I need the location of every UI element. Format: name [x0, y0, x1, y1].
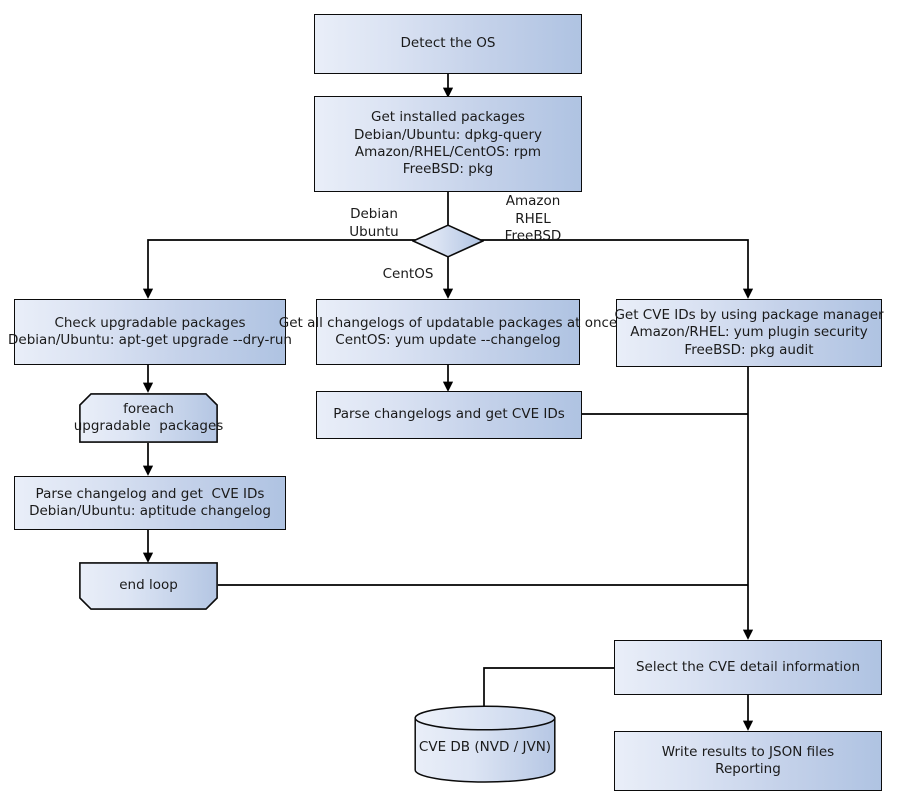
node-check-upgradable-packages[interactable]: Check upgradable packages Debian/Ubuntu:… — [8, 299, 292, 365]
node-parse-changelogs-center[interactable]: Parse changelogs and get CVE IDs — [316, 391, 582, 439]
branch-label-left: Debian Ubuntu — [349, 206, 399, 240]
node-cve-database[interactable]: CVE DB (NVD / JVN) — [414, 705, 556, 783]
edge-decision-right — [476, 239, 754, 299]
node-select-cve-detail-label: Select the CVE detail information — [635, 658, 860, 675]
node-parse-changelog-left[interactable]: Parse changelog and get CVE IDs Debian/U… — [14, 476, 286, 530]
node-write-results[interactable]: Write results to JSON files Reporting — [614, 731, 882, 791]
node-get-all-changelogs[interactable]: Get all changelogs of updatable packages… — [279, 299, 617, 365]
node-select-cve-detail[interactable]: Select the CVE detail information — [614, 640, 882, 695]
node-check-upgradable-packages-label: Check upgradable packages Debian/Ubuntu:… — [8, 314, 292, 348]
node-os-decision[interactable] — [411, 224, 485, 258]
node-end-loop[interactable]: end loop — [79, 562, 218, 610]
loop-start-shape — [79, 393, 218, 443]
node-cve-database-label: CVE DB (NVD / JVN) — [418, 739, 552, 755]
node-write-results-label: Write results to JSON files Reporting — [661, 743, 835, 777]
node-detect-the-os-label: Detect the OS — [400, 35, 496, 52]
node-parse-changelog-left-label: Parse changelog and get CVE IDs Debian/U… — [29, 485, 271, 519]
node-get-all-changelogs-label: Get all changelogs of updatable packages… — [278, 314, 618, 348]
node-get-cve-ids-package-manager-label: Get CVE IDs by using package manager Ama… — [614, 307, 884, 358]
loop-end-shape — [79, 562, 218, 610]
node-end-loop-label: end loop — [119, 577, 178, 594]
branch-label-right: Amazon RHEL FreeBSD — [504, 193, 562, 245]
node-get-installed-packages[interactable]: Get installed packages Debian/Ubuntu: dp… — [314, 96, 582, 192]
node-get-installed-packages-label: Get installed packages Debian/Ubuntu: dp… — [353, 109, 543, 178]
diamond-shape — [411, 224, 485, 258]
node-foreach-loop-start[interactable]: foreach upgradable packages — [74, 393, 223, 443]
node-get-cve-ids-package-manager[interactable]: Get CVE IDs by using package manager Ama… — [614, 299, 884, 367]
node-parse-changelogs-center-label: Parse changelogs and get CVE IDs — [333, 406, 565, 423]
node-foreach-loop-start-label: foreach upgradable packages — [73, 400, 224, 434]
database-cylinder-icon — [414, 705, 556, 783]
branch-label-down: CentOS — [382, 266, 434, 282]
node-detect-the-os[interactable]: Detect the OS — [314, 14, 582, 74]
